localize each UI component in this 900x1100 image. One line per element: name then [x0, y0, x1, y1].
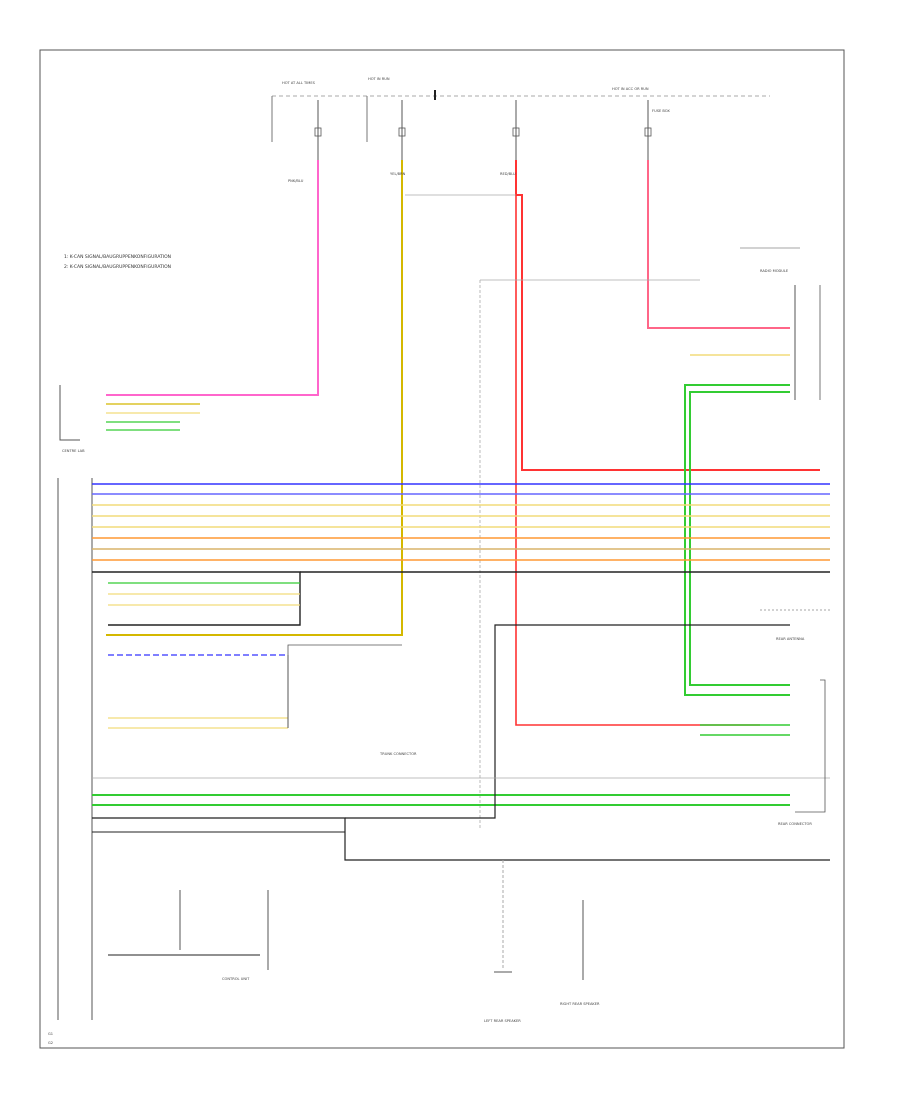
svg-text:LEFT REAR SPEAKER: LEFT REAR SPEAKER — [484, 1019, 521, 1023]
rear-connector-label: REAR CONNECTOR — [778, 822, 812, 826]
speaker-right-rear: RIGHT REAR SPEAKER — [560, 900, 600, 1006]
note-1: 1: K-CAN SIGNAL/BAUGRUPPENKONFIGURATION — [64, 254, 171, 260]
radio-module: RADIO MODULE — [760, 269, 821, 400]
fuse-1 — [314, 100, 322, 160]
wire-black-rear — [92, 817, 830, 861]
wire-green-1 — [684, 384, 790, 696]
note-2: 2: K-CAN SIGNAL/BAUGRUPPENKONFIGURATION — [64, 264, 171, 270]
svg-text:CENTRE LAB: CENTRE LAB — [62, 449, 85, 453]
wire-yellow-main — [106, 160, 403, 636]
hot-in-acc-label: HOT IN ACC OR RUN — [612, 87, 649, 91]
wire-red-radio — [647, 160, 790, 329]
wire-red-label: RED/BLU — [500, 172, 516, 176]
wire-red-main — [515, 160, 820, 471]
hot-at-all-times-label: HOT AT ALL TIMES — [282, 81, 316, 85]
wire-red-branch — [515, 195, 760, 726]
svg-text:RADIO MODULE: RADIO MODULE — [760, 269, 789, 273]
trunk-connector-label: TRUNK CONNECTOR — [379, 752, 417, 756]
wire-black-antenna — [345, 624, 790, 819]
hot-in-run-label: HOT IN RUN — [368, 77, 390, 81]
speaker-left-rear: LEFT REAR SPEAKER — [484, 860, 521, 1023]
fuse-4 — [644, 100, 652, 160]
rear-antenna-module: REAR ANTENNA — [760, 609, 830, 641]
fuse-2 — [398, 100, 406, 160]
diagram-border — [39, 49, 845, 1049]
fuse-box-label: FUSE BOX — [652, 109, 670, 113]
bus-black-loop — [92, 571, 301, 626]
center-left-module: CENTRE LAB — [57, 385, 93, 1020]
fuse-3 — [512, 100, 520, 160]
svg-text:REAR ANTENNA: REAR ANTENNA — [776, 637, 805, 641]
ground-ref-label: G2 — [48, 1041, 53, 1045]
control-unit: CONTROL UNIT — [108, 890, 269, 981]
svg-text:RIGHT REAR SPEAKER: RIGHT REAR SPEAKER — [560, 1002, 600, 1006]
wire-pink-label: PNK/BLU — [288, 179, 304, 183]
svg-text:CONTROL UNIT: CONTROL UNIT — [222, 977, 250, 981]
rear-connector-bracket — [795, 679, 826, 813]
ground-point-label: G1 — [48, 1032, 53, 1036]
wire-yellow-label: YEL/BRN — [390, 172, 406, 176]
wire-pink-main — [106, 160, 319, 396]
wire-left-link — [287, 644, 402, 655]
